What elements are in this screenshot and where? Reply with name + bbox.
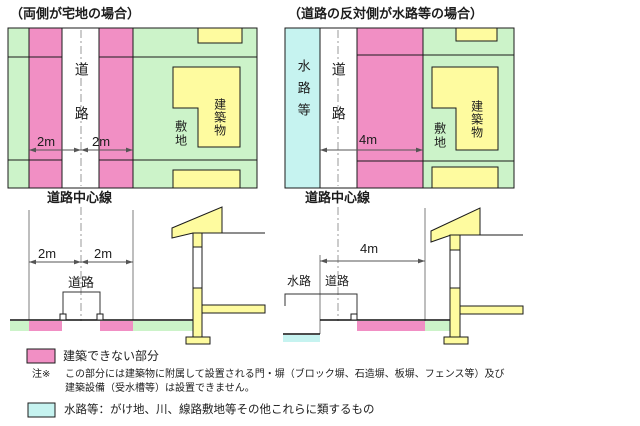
- section-right-dim: 4m: [360, 241, 379, 256]
- legend-note-prefix: 注※: [32, 369, 51, 380]
- plan-left-dim-right: 2m: [92, 134, 111, 149]
- section-right-waterway-label: 水路: [287, 274, 312, 288]
- section-left-title: 道路中心線: [47, 190, 113, 205]
- section-right-road-label: 道路: [325, 274, 350, 288]
- plan-right-dim: 4m: [359, 132, 378, 147]
- road-bracket-right: [284, 293, 358, 318]
- plan-left-dimension: [29, 147, 133, 153]
- section-right-title: 道路中心線: [305, 190, 371, 205]
- title-right-case: （道路の反対側が水路等の場合）: [288, 6, 484, 21]
- legend-no-build-swatch: [26, 348, 56, 364]
- plan-left: [7, 27, 258, 189]
- plan-right-buildings: [431, 27, 499, 189]
- plan-left-building-label: 建築物: [212, 98, 227, 137]
- plan-right-site-label: 敷地: [432, 122, 447, 150]
- section-left: [10, 206, 266, 345]
- section-right: [283, 207, 524, 345]
- section-left-dim-right: 2m: [94, 246, 113, 261]
- section-left-dim-left: 2m: [38, 246, 57, 261]
- plan-left-buildings: [172, 27, 243, 189]
- legend-note-line1: この部分には建築物に附属して設置される門・塀（ブロック塀、石造塀、板塀、フェンス…: [65, 369, 505, 380]
- legend-waterway-swatch: [27, 402, 56, 418]
- plan-right: [284, 27, 515, 189]
- plan-left-dim-left: 2m: [37, 134, 56, 149]
- house-section-right: [430, 207, 524, 345]
- road-bracket-left: [62, 291, 101, 318]
- plan-left-site-label: 敷地: [173, 120, 188, 148]
- section-right-dimension: [320, 258, 425, 264]
- plan-right-waterway-label: 水路等: [295, 59, 311, 125]
- section-left-road-label: 道路: [68, 275, 95, 290]
- plan-left-road-label: 道路: [73, 62, 90, 150]
- section-left-dimension: [29, 259, 133, 265]
- plan-right-building-label: 建築物: [469, 100, 484, 139]
- plan-right-dimension: [320, 147, 423, 153]
- house-section-left: [171, 206, 266, 345]
- legend-note-line2: 建築設備（受水槽等）は設置できません。: [65, 383, 255, 394]
- plan-right-road-label: 道路: [330, 62, 347, 150]
- legend-waterway-label: 水路等：がけ地、川、線路敷地等その他これらに類するもの: [64, 404, 375, 416]
- legend-no-build-label: 建築できない部分: [63, 349, 160, 363]
- title-left-case: （両側が宅地の場合）: [10, 6, 141, 21]
